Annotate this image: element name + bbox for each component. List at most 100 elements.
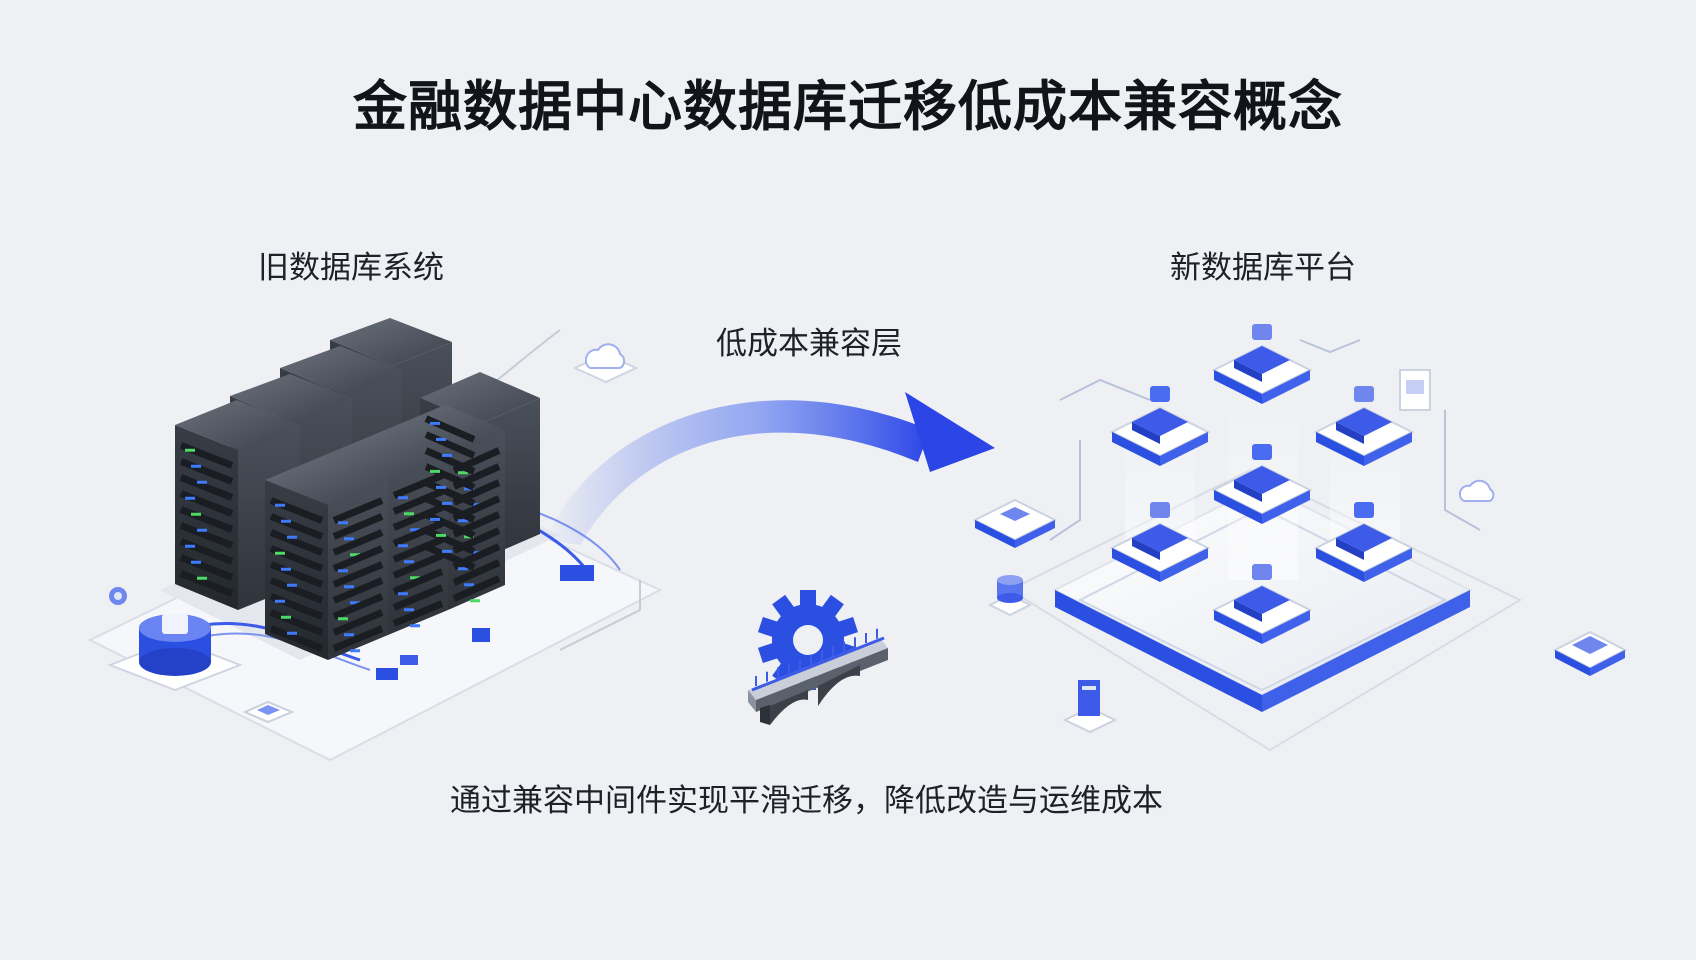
server-slot [332,561,384,588]
platform-node [1211,324,1313,404]
server-slot [424,431,476,459]
chip-icon [1552,630,1628,676]
server-led [470,551,480,555]
platform-node [1313,502,1415,582]
server-led [344,537,354,541]
arrow-icon [545,392,995,545]
service-icon [1150,502,1170,518]
server-slot [332,529,384,556]
server-slot [392,600,444,627]
server-slot [392,504,444,531]
server-rack-icon [265,455,388,660]
server-led [185,496,195,500]
chip-icon [242,700,295,724]
server-led [287,535,297,539]
server-slot [269,561,324,588]
server-led [464,583,474,587]
server-led [281,567,291,571]
platform-node [1211,564,1313,644]
server-slot [332,513,384,540]
server-led [191,560,201,564]
server-led [442,453,452,457]
cloud-icon [1459,479,1495,502]
server-led [442,549,452,553]
bridge-icon [748,628,888,725]
chip-icon [376,565,594,680]
server-slot [269,513,324,540]
server-led [338,569,348,573]
old-system-label: 旧数据库系统 [258,250,444,286]
server-led [442,501,452,505]
server-slot [332,609,384,636]
server-led [275,503,285,507]
server-led [410,624,420,628]
gear-tooth [800,590,816,608]
server-led [404,560,414,564]
server-slot [179,458,234,485]
gear-icon [757,590,859,690]
page-title: 金融数据中心数据库迁移低成本兼容概念 [353,75,1343,138]
server-leds [179,415,501,653]
server-led [410,576,420,580]
cloud-icon [572,343,639,384]
server-slot [392,536,444,563]
server-led [191,512,201,516]
server-led [404,608,414,612]
server-slot [452,559,501,586]
database-cylinder-icon [107,587,243,692]
server-led [470,599,480,603]
server-slot [332,593,384,620]
server-slot [452,575,501,602]
server-slot [332,625,384,652]
server-led [191,464,201,468]
server-slot [179,522,234,549]
server-led [430,517,440,521]
server-led [344,633,354,637]
old-database-system [87,318,663,762]
server-led [287,631,297,635]
server-led [338,521,348,525]
server-led [398,592,408,596]
server-slot [179,570,234,597]
server-slot [332,545,384,572]
server-slot [424,447,476,475]
platform-node [1211,444,1313,524]
server-slot [392,520,444,547]
server-slot [392,552,444,579]
server-led [197,576,207,580]
service-icon [1252,324,1272,340]
server-slot [269,625,324,652]
server-led [185,544,195,548]
chip-icon [1062,680,1118,734]
server-slot [392,568,444,595]
server-led [430,421,440,425]
server-led [287,583,297,587]
platform-node [1313,386,1415,466]
server-slot [424,495,476,523]
server-led [470,503,480,507]
server-led [404,512,414,516]
service-icon [1150,386,1170,402]
server-led [338,617,348,621]
server-slot [392,488,444,515]
server-led [458,471,468,475]
new-system-label: 新数据库平台 [1170,250,1356,286]
service-icon [1354,502,1374,518]
server-slot [392,472,444,499]
server-led [275,551,285,555]
server-slot [424,527,476,555]
server-slot [179,506,234,533]
server-led [430,469,440,473]
server-led [436,533,446,537]
server-slot [392,584,444,611]
server-slot [179,554,234,581]
server-led [350,553,360,557]
chip-icon [972,498,1058,548]
server-led [350,649,360,653]
server-slot [269,529,324,556]
server-led [281,615,291,619]
server-led [410,528,420,532]
server-slot [332,577,384,604]
server-led [436,485,446,489]
